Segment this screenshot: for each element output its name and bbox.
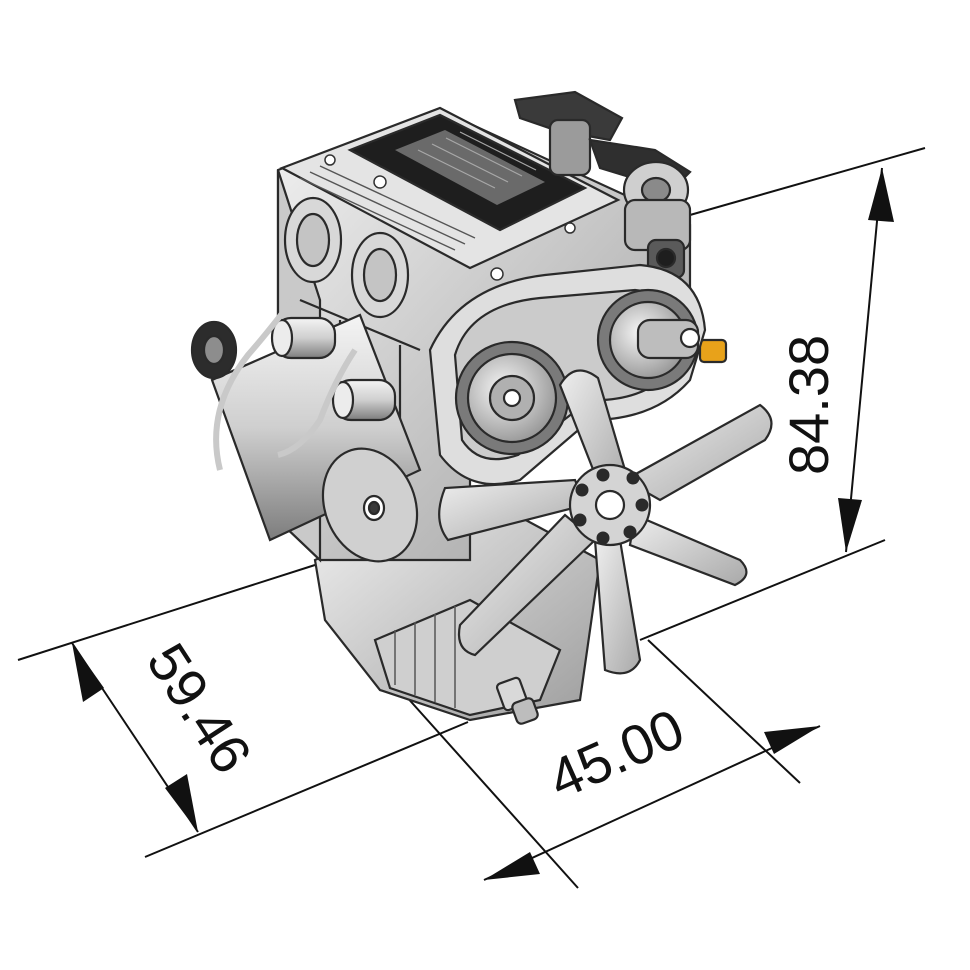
width-extension-left (404, 694, 579, 889)
depth-arrow-top (72, 643, 104, 702)
depth-extension-back (144, 721, 469, 858)
depth-value-label: 59.46 (135, 632, 264, 784)
width-extension-right (647, 639, 801, 784)
fan-blade (457, 513, 597, 657)
height-value-label: 84.38 (777, 335, 840, 475)
height-arrow-bottom (838, 498, 862, 552)
valve-cover (279, 106, 621, 281)
fan-blade (622, 403, 773, 502)
height-dimension-line (845, 167, 883, 553)
cam-pulley-left (454, 340, 570, 456)
fan-blade (628, 513, 748, 587)
fan-blade (593, 538, 642, 675)
width-dimension-line (483, 725, 821, 881)
engine-illustration (190, 90, 773, 725)
fan-blade (438, 478, 587, 542)
height-extension-top (689, 147, 926, 216)
height-extension-bottom (639, 539, 886, 641)
dimension-height: 84.38 (639, 147, 926, 641)
intake-pipes (213, 288, 397, 471)
depth-arrow-bottom (165, 774, 198, 832)
cam-pulley-right (596, 288, 701, 392)
width-arrow-right (764, 726, 820, 754)
width-arrow-left (484, 852, 540, 880)
throttle-bracket (513, 90, 692, 252)
cooling-fan (438, 369, 773, 675)
oil-drain-fitting (495, 676, 539, 725)
height-arrow-top (868, 168, 894, 222)
depth-extension-front (17, 564, 316, 661)
rear-pulley (190, 320, 238, 380)
